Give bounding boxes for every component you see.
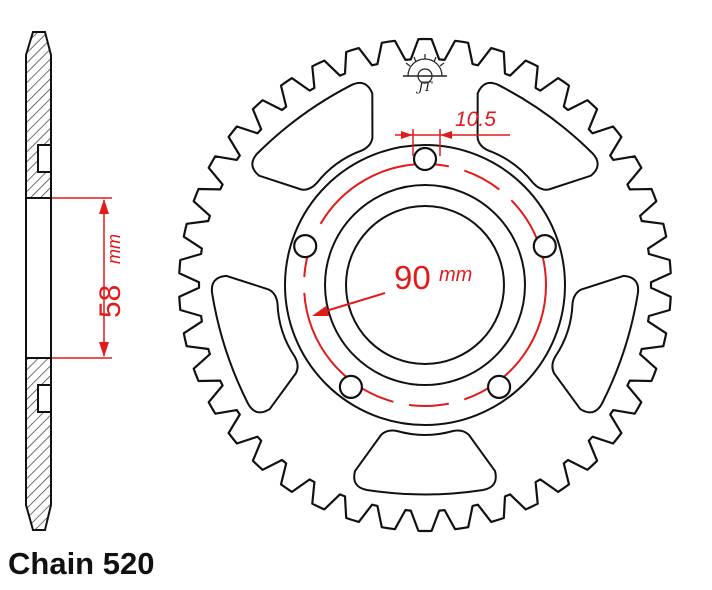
chain-caption: Chain 520 [8, 546, 155, 581]
jt-sunburst-logo-icon: JT [403, 54, 447, 95]
lightening-cutout-2 [476, 81, 599, 191]
lightening-cutout-4 [353, 429, 497, 496]
bolt-circle-value: 90 [394, 259, 431, 296]
center-bore [345, 205, 505, 365]
bolt-hole-4 [338, 374, 363, 399]
bolt-hole-2 [532, 234, 557, 259]
bolt-circle-dimension [312, 292, 386, 316]
hub-height-value: 58 [94, 285, 127, 318]
lightening-cutout-5 [210, 274, 299, 414]
profile-upper-section [25, 31, 52, 199]
side-profile-view: 58 mm [25, 31, 127, 531]
profile-upper-notch [37, 144, 52, 173]
lightening-cutouts [210, 81, 640, 496]
bolt-hole-3 [487, 374, 512, 399]
bolt-hole-value: 10.5 [455, 108, 496, 131]
bolt-holes [293, 146, 557, 399]
jt-logo-text: JT [415, 80, 433, 95]
hub-height-unit: mm [104, 234, 124, 264]
lightening-cutout-1 [251, 81, 374, 191]
bolt-hole-5 [293, 234, 318, 259]
lightening-cutout-3 [551, 274, 640, 414]
hub-inner-ring [324, 184, 526, 386]
hub-outer-ring [284, 144, 566, 426]
profile-lower-section [25, 357, 52, 531]
bolt-circle-unit: mm [439, 264, 472, 286]
profile-lower-notch [37, 384, 52, 413]
sprocket-front-view: 90 mm 10.5 JT [178, 37, 672, 533]
profile-hub-bore [25, 197, 52, 359]
hub-height-dimension [52, 197, 112, 359]
bolt-hole-1 [412, 146, 438, 172]
bolt-hole-dimension [395, 129, 510, 156]
